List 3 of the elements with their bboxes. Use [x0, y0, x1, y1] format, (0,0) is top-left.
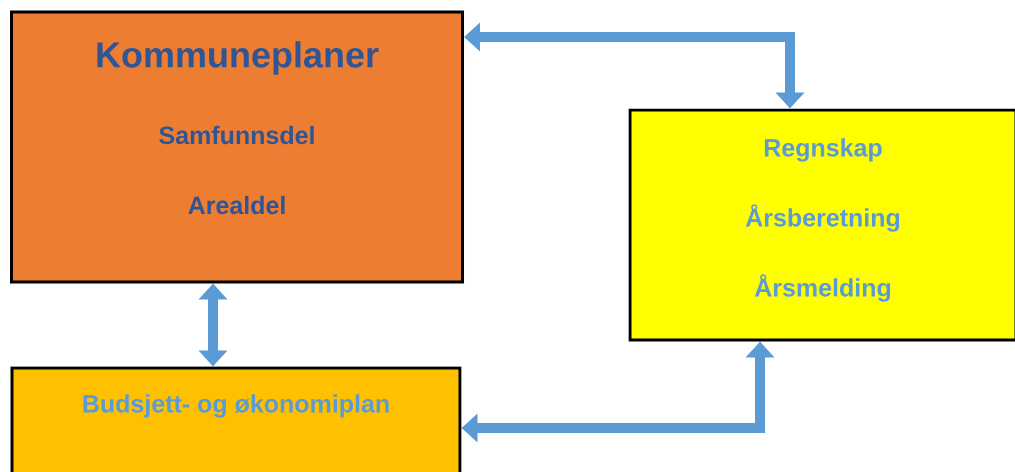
process-box: Regnskap Årsberetning Årsmelding: [628, 108, 1015, 342]
process-box: Kommuneplaner Samfunnsdel Arealdel: [10, 10, 464, 284]
process-box: Budsjett- og økonomiplan: [10, 366, 462, 472]
